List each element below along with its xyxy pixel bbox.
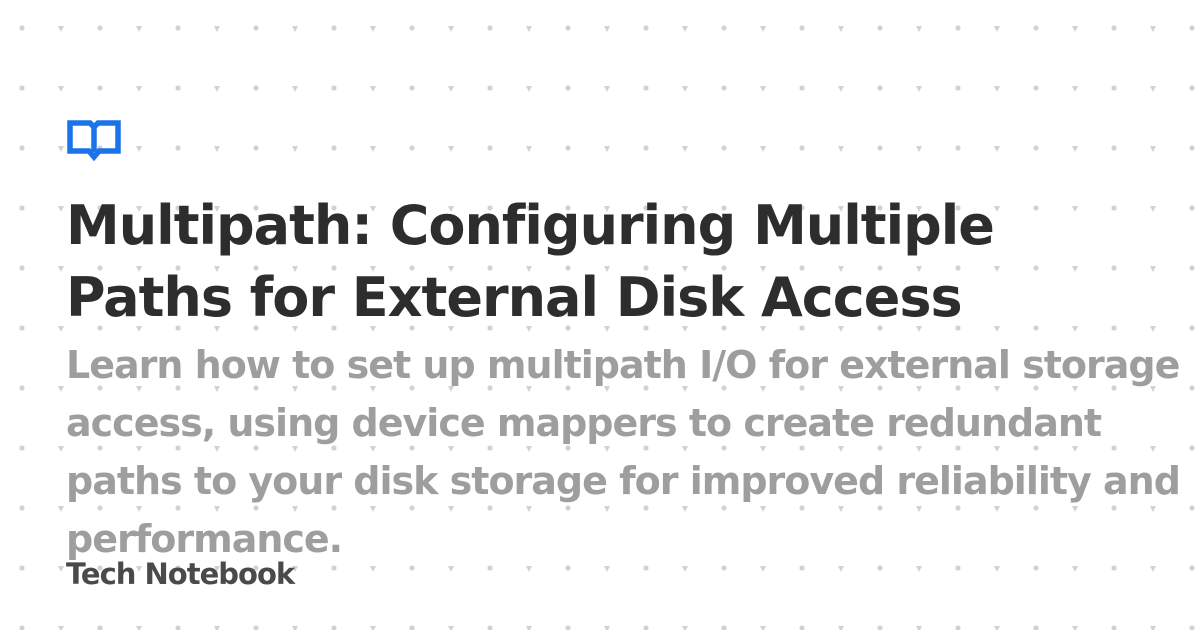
page-title: Multipath: Configuring Multiple Paths fo… <box>66 194 995 329</box>
book-icon <box>66 118 122 162</box>
site-name: Tech Notebook <box>66 557 295 591</box>
card-content: Multipath: Configuring Multiple Paths fo… <box>66 0 1196 630</box>
page-description: Learn how to set up multipath I/O for ex… <box>66 343 1181 561</box>
